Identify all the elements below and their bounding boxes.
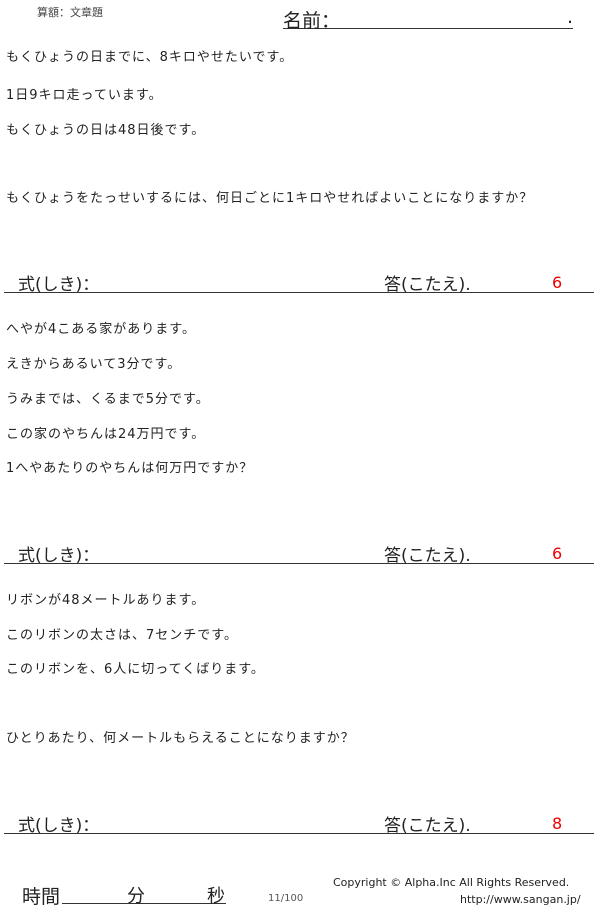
divider — [4, 563, 594, 564]
problem-2-question: 1へやあたりのやちんは何万円ですか？ — [6, 461, 254, 476]
problem-3-shiki-label: 式(しき)： — [18, 816, 100, 836]
problem-3-line: リボンが48メートルあります。 — [6, 593, 206, 608]
name-label: 名前： — [283, 10, 341, 32]
problem-2-line: へやが4こある家があります。 — [6, 322, 196, 337]
problem-2-line: この家のやちんは24万円です。 — [6, 427, 206, 442]
time-label: 時間 — [22, 886, 61, 908]
divider — [4, 292, 594, 293]
subject-label: 算額：文章題 — [37, 6, 103, 19]
seconds-label: 秒 — [207, 886, 225, 907]
problem-1-question: もくひょうをたっせいするには、何日ごとに1キロやせればよいことになりますか？ — [6, 191, 534, 206]
problem-1-line: もくひょうの日は48日後です。 — [6, 123, 206, 138]
problem-3-line: このリボンを、6人に切ってくばります。 — [6, 662, 265, 677]
site-url[interactable]: http://www.sangan.jp/ — [460, 893, 581, 906]
problem-1-kotae-label: 答(こたえ). — [384, 275, 471, 295]
minutes-label: 分 — [127, 886, 145, 907]
problem-2-line: うみまでは、くるまで5分です。 — [6, 392, 210, 407]
copyright: Copyright © Alpha.Inc All Rights Reserve… — [333, 876, 570, 889]
problem-1-line: 1日9キロ走っています。 — [6, 88, 163, 103]
problem-2-answer: 6 — [552, 544, 563, 563]
problem-1-answer: 6 — [552, 273, 563, 292]
problem-2-shiki-label: 式(しき)： — [18, 546, 100, 566]
problem-1-shiki-label: 式(しき)： — [18, 275, 100, 295]
problem-2-kotae-label: 答(こたえ). — [384, 546, 471, 566]
problem-3-kotae-label: 答(こたえ). — [384, 816, 471, 836]
problem-2-line: えきからあるいて3分です。 — [6, 357, 182, 372]
problem-3-question: ひとりあたり、何メートルもらえることになりますか？ — [6, 731, 355, 746]
page-number: 11/100 — [268, 893, 304, 904]
problem-3-answer: 8 — [552, 814, 563, 833]
divider — [4, 833, 594, 834]
name-end: . — [566, 6, 573, 28]
problem-3-line: このリボンの太さは、7センチです。 — [6, 628, 238, 643]
problem-1-line: もくひょうの日までに、8キロやせたいです。 — [6, 50, 294, 65]
time-field[interactable] — [62, 903, 226, 904]
name-field[interactable]: 名前：. — [283, 6, 573, 32]
